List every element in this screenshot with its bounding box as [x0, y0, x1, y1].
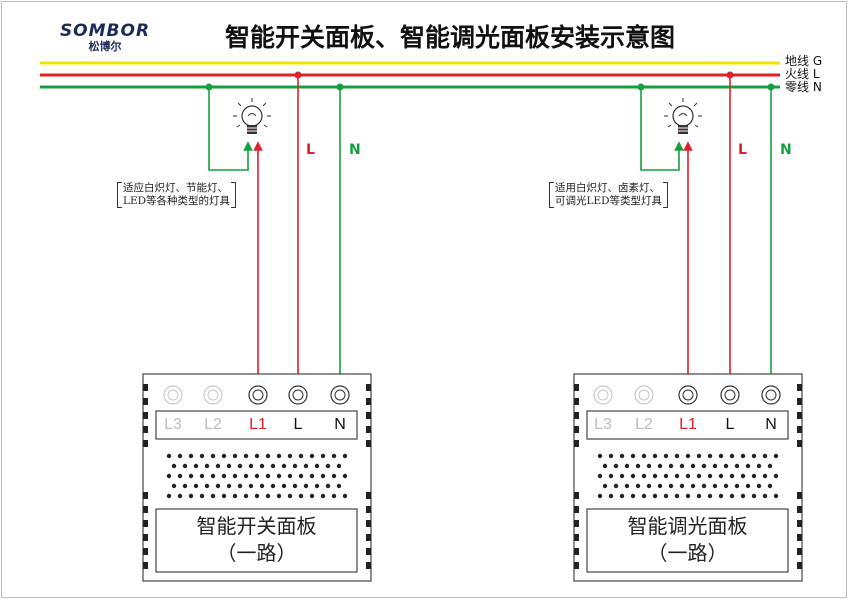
left-terminal-strip: [155, 410, 358, 440]
left-bulb-icon: [233, 98, 271, 134]
brand-logo: SOMBOR 松博尔: [55, 22, 155, 53]
right-terminal-l-screw: [720, 385, 740, 405]
right-lamp-note-line1: 适用白炽灯、卤素灯、: [555, 182, 660, 194]
right-vent-grid: [597, 453, 779, 499]
left-switch-panel: [142, 373, 372, 582]
right-panel-name-line2: （一路）: [647, 541, 728, 565]
left-panel-name-line2: （一路）: [216, 541, 297, 565]
right-terminal-label-l1: L1: [679, 416, 697, 433]
left-lamp-neutral-wire: [208, 87, 253, 171]
right-lamp-neutral-wire: [640, 87, 684, 171]
left-terminal-l-screw: [288, 385, 308, 405]
left-terminal-label-n: N: [334, 416, 346, 433]
right-panel-name: 智能调光面板 （一路）: [587, 513, 788, 567]
neutral-wire-label: 零线 N: [785, 80, 822, 94]
right-bulb-icon: [664, 98, 702, 134]
left-panel-name-line1: 智能开关面板: [196, 514, 317, 538]
brand-logo-cn: 松博尔: [88, 40, 122, 53]
left-terminal-label-l3: L3: [164, 416, 182, 433]
right-name-box-frame: [586, 508, 789, 573]
left-terminal-l2-screw: [203, 385, 223, 405]
live-wire-label: 火线 L: [785, 67, 820, 81]
left-terminal-label-l2: L2: [204, 416, 222, 433]
right-terminal-n-screw: [761, 385, 781, 405]
left-panel-name: 智能开关面板 （一路）: [156, 513, 357, 567]
ground-wire-label: 地线 G: [785, 54, 823, 68]
left-circuit: [142, 71, 372, 582]
right-neutral-mark: N: [780, 142, 792, 158]
left-lamp-note-line1: 适应白炽灯、节能灯、: [123, 182, 228, 194]
right-terminal-strip: [586, 410, 789, 440]
right-terminal-label-l: L: [725, 416, 735, 433]
left-name-box-frame: [155, 508, 358, 573]
left-terminal-l3-screw: [163, 385, 183, 405]
left-lamp-note-line2: LED等各种类型的灯具: [123, 195, 231, 207]
right-terminal-label-l2: L2: [635, 416, 653, 433]
right-terminal-l1-screw: [678, 385, 698, 405]
left-vent-grid: [166, 453, 348, 499]
right-panel-side-notches: [574, 384, 802, 569]
left-neutral-mark: N: [349, 142, 361, 158]
page-title: 智能开关面板、智能调光面板安装示意图: [224, 23, 675, 52]
right-dimmer-panel: [573, 373, 803, 582]
right-lamp-note-line2: 可调光LED等类型灯具: [555, 195, 663, 207]
right-circuit: [573, 71, 803, 582]
right-terminal-label-l3: L3: [594, 416, 612, 433]
left-live-mark: L: [306, 142, 315, 158]
left-terminal-l1-screw: [248, 385, 268, 405]
left-terminal-n-screw: [330, 385, 350, 405]
right-terminal-l2-screw: [634, 385, 654, 405]
brand-logo-text: SOMBOR: [59, 21, 151, 41]
left-terminal-label-l1: L1: [249, 416, 267, 433]
right-terminal-l3-screw: [593, 385, 613, 405]
right-terminal-label-n: N: [765, 416, 777, 433]
left-lamp-note: 适应白炽灯、节能灯、 LED等各种类型的灯具: [117, 182, 237, 208]
left-panel-side-notches: [143, 384, 371, 569]
right-panel-name-line1: 智能调光面板: [627, 514, 748, 538]
right-live-mark: L: [738, 142, 747, 158]
right-lamp-note: 适用白炽灯、卤素灯、 可调光LED等类型灯具: [549, 182, 669, 208]
left-terminal-label-l: L: [293, 416, 303, 433]
